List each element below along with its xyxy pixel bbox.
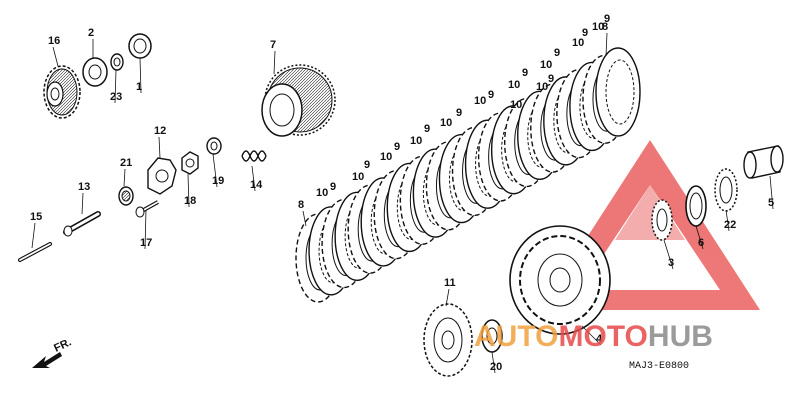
watermark-text-auto: AUTO (474, 320, 558, 353)
callout-label: 9 (604, 13, 610, 25)
svg-text:AUTOMOTOHUB: AUTOMOTOHUB (474, 320, 713, 353)
callout-label: 13 (78, 181, 90, 193)
callout-label: 8 (298, 199, 304, 211)
callout-leader (123, 168, 126, 187)
callout-label: 14 (250, 179, 263, 191)
callout-leader (725, 209, 730, 232)
clutch-disc-stack (295, 47, 641, 303)
callout-label: 10 (410, 135, 422, 147)
callout-label: 10 (508, 79, 520, 91)
callout-label: 8 (602, 21, 608, 33)
direction-label: FR. (52, 336, 73, 354)
clutch-center-4 (509, 225, 611, 335)
plate-12 (147, 157, 177, 195)
callout-label: 9 (548, 73, 554, 85)
callout-label: 9 (330, 181, 336, 193)
bolt-17 (135, 200, 159, 218)
callout-label: 10 (352, 171, 364, 183)
drawing-code: MAJ3-E0800 (629, 361, 689, 372)
collar-1 (128, 33, 152, 59)
callout-label: 9 (424, 123, 430, 135)
watermark-wordmark: AUTOMOTOHUB (474, 320, 713, 353)
pressure-plate-11 (423, 303, 473, 377)
callout-leader (273, 50, 276, 75)
callout-label: 21 (120, 157, 132, 169)
guide-5 (743, 145, 784, 179)
bearing-21 (118, 186, 134, 206)
callout-label: 20 (490, 361, 502, 373)
callout-label: 23 (110, 91, 122, 103)
callout-label: 22 (724, 219, 736, 231)
callout-label: 9 (456, 107, 462, 119)
callout-label: 10 (592, 21, 604, 33)
spring-14 (241, 150, 267, 162)
callout-label: 1 (136, 81, 142, 93)
callout-leader (52, 46, 59, 67)
callout-leader (81, 192, 84, 215)
callout-label: 9 (364, 159, 370, 171)
callout-label: 15 (30, 211, 42, 223)
callout-leader (302, 210, 307, 227)
callout-label: 11 (444, 277, 456, 289)
callout-leader (581, 325, 602, 346)
callout-leader (31, 222, 36, 249)
callout-label: 10 (536, 81, 548, 93)
callout-label: 10 (380, 151, 392, 163)
washer-23 (110, 53, 124, 71)
callout-label: 17 (140, 237, 152, 249)
gear-16 (43, 65, 81, 119)
washer-20 (481, 319, 503, 353)
callout-leader (114, 69, 117, 104)
nut-18 (181, 151, 199, 175)
callout-label: 16 (48, 35, 60, 47)
callout-label: 2 (88, 27, 94, 39)
callout-label: 9 (488, 89, 494, 101)
callout-label: 12 (154, 125, 166, 137)
washer-19 (206, 137, 222, 155)
callout-label: 19 (212, 175, 224, 187)
callout-label: 9 (522, 67, 528, 79)
callout-label: 9 (582, 27, 588, 39)
callout-leader (769, 175, 774, 210)
judder-spring-3 (651, 199, 673, 241)
callout-label: 10 (540, 59, 552, 71)
clutch-outer-7 (261, 64, 336, 137)
callout-leader (695, 225, 704, 250)
callout-label: 10 (474, 95, 486, 107)
bearing-2 (82, 57, 108, 87)
callout-label: 10 (440, 117, 452, 129)
callout-leader (139, 57, 142, 94)
callout-label: 9 (554, 47, 560, 59)
watermark-text-hub: HUB (648, 320, 713, 353)
callout-label: 6 (698, 237, 704, 249)
callout-label: 4 (596, 333, 603, 345)
callout-leader (663, 239, 674, 270)
callout-label: 9 (394, 141, 400, 153)
callout-label: 18 (184, 195, 196, 207)
callout-label: 10 (510, 99, 522, 111)
callout-label: 7 (270, 39, 276, 51)
washer-22 (714, 168, 738, 212)
front-direction-arrow: FR. (32, 336, 73, 368)
watermark-text-moto: MOTO (558, 320, 647, 353)
callout-label: 3 (668, 257, 674, 269)
lifter-rod-13 (63, 211, 101, 237)
callout-leader (158, 136, 161, 159)
seat-6 (685, 185, 707, 227)
callout-leader (491, 351, 496, 374)
callout-leader (445, 288, 450, 307)
callout-leader (605, 32, 608, 57)
callout-label: 5 (768, 197, 774, 209)
clutch-disc (595, 47, 641, 137)
callout-leader (187, 173, 190, 208)
pushrod-15 (18, 242, 52, 262)
callout-leader (251, 165, 256, 192)
callout-leader (144, 209, 147, 250)
callout-leader (212, 153, 218, 188)
callout-label: 10 (572, 37, 584, 49)
callout-label: 10 (316, 187, 328, 199)
